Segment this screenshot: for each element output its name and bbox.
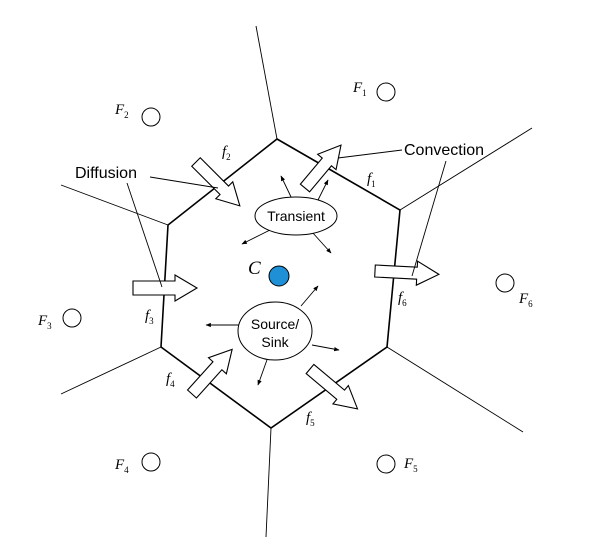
neighbor-node-f4 [141, 452, 161, 472]
convection-label: Convection [404, 142, 484, 159]
face-label-f2: f2 [222, 144, 231, 162]
face-label-f4: f4 [166, 371, 175, 389]
source-sink-label-line1: Source/ [251, 316, 299, 332]
diffusion-leader-to-f3 [126, 182, 163, 288]
source-sink-label-line2: Sink [261, 334, 289, 350]
centroid-label: C [248, 258, 261, 279]
flux-arrow-f5 [305, 363, 359, 410]
edge-upper-right [399, 127, 533, 211]
centroid-c [268, 265, 290, 287]
flux-arrow-f6 [374, 260, 441, 287]
convection-leader-to-f1 [337, 149, 403, 159]
neighbor-label-f1: F1 [352, 80, 367, 98]
face-label-f3: f3 [145, 308, 154, 326]
flux-arrow-f4 [186, 348, 233, 399]
neighbor-node-f1 [376, 82, 396, 102]
source-arrow-up [300, 285, 319, 307]
transient-arrow-nw [280, 175, 293, 200]
face-label-f5: f5 [306, 410, 315, 428]
transient-term: Transient [241, 175, 338, 254]
edge-lower-left [60, 346, 162, 395]
transient-label: Transient [267, 208, 325, 224]
neighbor-node-f5 [376, 454, 396, 474]
diffusion-leader-to-f2 [149, 176, 219, 189]
neighbor-label-f3: F3 [37, 313, 52, 331]
neighbor-label-f5: F5 [403, 456, 418, 474]
flux-arrow-f3 [132, 274, 199, 302]
edge-lower-right [386, 346, 524, 433]
neighbor-label-f6: F6 [518, 291, 533, 309]
neighbor-node-f3 [62, 308, 82, 328]
edge-bottom [265, 427, 272, 538]
neighbor-label-f4: F4 [114, 457, 129, 475]
neighbor-centroids [62, 82, 515, 474]
face-label-f1: f1 [367, 171, 376, 189]
edge-upper-left [60, 184, 169, 226]
source-sink-ellipse [237, 301, 313, 361]
transient-arrow-ne [317, 179, 329, 201]
transient-arrow-sw [241, 229, 271, 245]
neighbor-node-f6 [495, 273, 515, 293]
convection-leader-to-f6 [411, 160, 447, 277]
face-label-f6: f6 [398, 290, 407, 308]
source-sink-term: Source/ Sink [205, 285, 340, 386]
neighbor-label-f2: F2 [114, 102, 129, 120]
neighbor-cell-edges [60, 25, 533, 538]
neighbor-node-f2 [141, 107, 161, 127]
transient-ellipse [254, 196, 338, 236]
flux-arrow-f2 [190, 156, 241, 207]
source-arrow-right [311, 344, 340, 352]
edge-top [255, 25, 278, 140]
flux-arrow-f1 [299, 144, 342, 193]
diffusion-label: Diffusion [75, 165, 137, 182]
source-arrow-down [257, 356, 269, 386]
transient-arrow-se [311, 231, 332, 254]
